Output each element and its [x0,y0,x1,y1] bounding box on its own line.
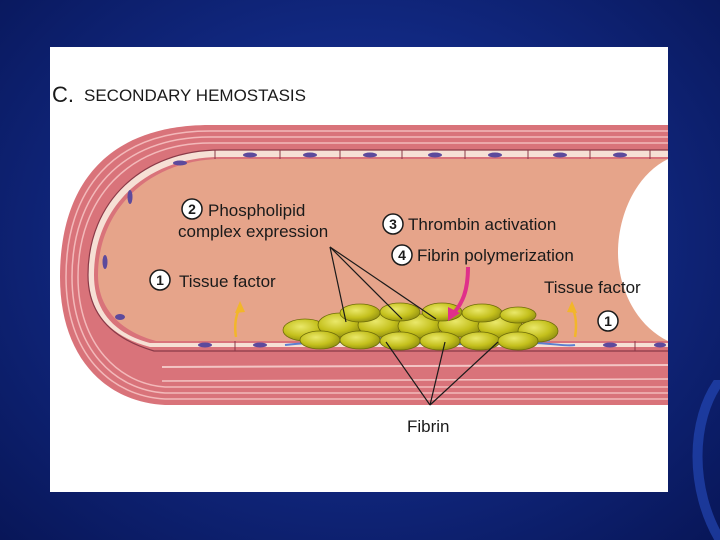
right-tissue-factor-label: Tissue factor [544,278,641,297]
step-3-badge: 3 [383,214,403,234]
step-1-label: Tissue factor [179,272,276,291]
step-1-number: 1 [156,272,164,288]
step-2-number: 2 [188,201,196,217]
step-2-label-line2: complex expression [178,222,328,241]
vessel-diagram: C. SECONDARY HEMOSTASIS [50,47,668,492]
step-3-number: 3 [389,216,397,232]
step-2-label-line1: Phospholipid [208,201,305,220]
fibrin-label: Fibrin [407,417,450,436]
step-2-badge: 2 [182,199,202,219]
diagram-panel: C. SECONDARY HEMOSTASIS [50,47,668,492]
step-4-number: 4 [398,247,406,263]
step-3-label: Thrombin activation [408,215,556,234]
right-step-1-number: 1 [604,313,612,329]
right-step-1-badge: 1 [598,311,618,331]
title-letter: C. [52,82,74,107]
diagram-title: SECONDARY HEMOSTASIS [84,86,306,105]
step-1-badge: 1 [150,270,170,290]
step-4-label: Fibrin polymerization [417,246,574,265]
corner-swoosh-decoration [680,380,720,540]
step-4-badge: 4 [392,245,412,265]
